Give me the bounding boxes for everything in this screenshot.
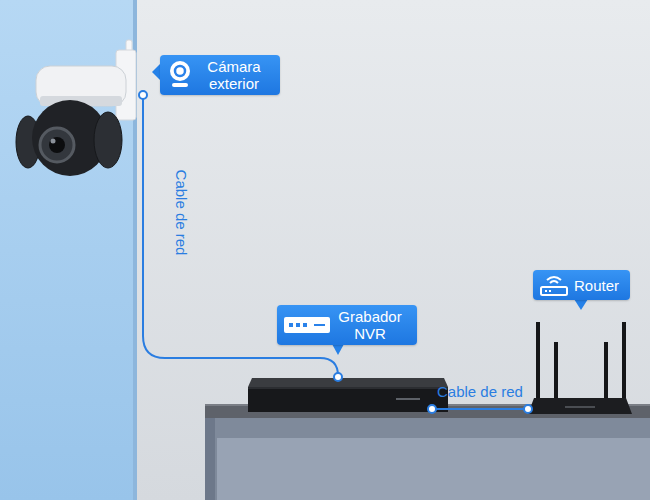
router-antenna: [604, 342, 608, 406]
cabinet-panel: [217, 438, 650, 500]
cabinet-front: [205, 418, 650, 500]
callout-label: Router: [574, 277, 619, 294]
router-antenna: [554, 342, 558, 406]
router-antenna: [622, 322, 626, 406]
callout-node: Cámara exterior: [143, 52, 280, 95]
icon-part: [289, 323, 293, 327]
router-antenna: [536, 322, 540, 406]
callout-tag: Cámara exterior: [160, 55, 280, 95]
icon-part: [303, 323, 307, 327]
callout-label: Grabador NVR: [333, 308, 407, 342]
icon-part: [541, 287, 567, 295]
callout-text: Grabador NVR: [333, 308, 407, 342]
cable-label: Cable de red: [173, 170, 190, 256]
icon-part: [545, 290, 547, 292]
callout-tag: Router: [533, 270, 630, 300]
icon-part: [172, 83, 188, 87]
icon-part: [547, 277, 561, 280]
side-wall: [0, 0, 135, 500]
nvr-icon: [284, 317, 330, 333]
callout-text: Router: [574, 277, 619, 294]
camera-lens: [49, 137, 65, 153]
router-icon: [539, 274, 569, 296]
icon-part: [175, 66, 185, 76]
cabinet-side: [205, 418, 215, 500]
nvr-front: [248, 387, 448, 412]
icon-part: [284, 317, 330, 333]
callout-node: Grabador NVR: [277, 305, 432, 411]
pointer-triangle: [152, 64, 160, 80]
router-body: [528, 398, 632, 414]
camera-lens-ring: [40, 128, 74, 162]
callout-text: Cámara exterior: [196, 58, 272, 92]
camera-icon: [167, 60, 193, 88]
port-dot: [334, 373, 342, 381]
cable-label: Cable de red: [437, 383, 523, 400]
nvr-ridge: [248, 387, 448, 389]
icon-part: [314, 324, 325, 326]
port-dot: [139, 91, 147, 99]
lens-highlight: [51, 139, 56, 144]
icon-part: [296, 323, 300, 327]
port-dot: [524, 405, 532, 413]
network-cable: [143, 95, 338, 411]
camera-housing: [36, 66, 126, 106]
callout-label: Cámara exterior: [196, 58, 272, 92]
pointer-triangle: [574, 299, 588, 310]
nvr-top: [248, 378, 448, 387]
camera-light: [94, 112, 122, 168]
icon-part: [549, 290, 551, 292]
nvr-leds: [396, 398, 420, 400]
port-dot: [428, 405, 436, 413]
callout-node: Router: [526, 268, 632, 411]
network-cable: [432, 408, 526, 410]
pointer-triangle: [332, 344, 344, 355]
router-leds: [565, 406, 595, 408]
icon-part: [170, 61, 190, 81]
icon-part: [550, 281, 558, 283]
callout-tag: Grabador NVR: [277, 305, 417, 345]
